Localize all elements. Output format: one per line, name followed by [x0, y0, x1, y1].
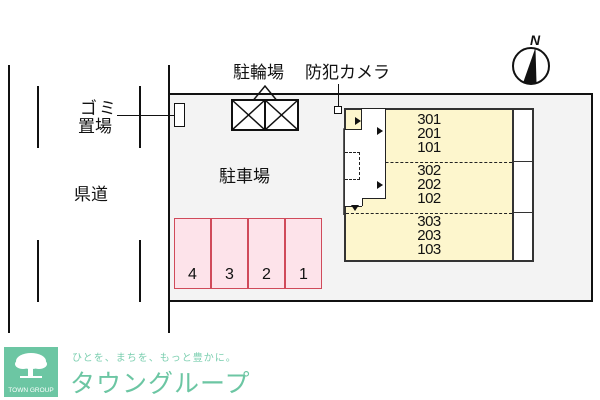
entrance-step-top: [362, 108, 386, 109]
bicycle-parking-label: 駐輪場: [233, 63, 284, 83]
garbage-label-line2: 置場: [78, 117, 112, 137]
road-center-line-right: [139, 86, 141, 148]
unit-stack-1: 301 201 101: [417, 111, 441, 156]
entrance-arrow-icon: [377, 181, 383, 189]
parking-stall: 1: [285, 218, 322, 289]
entrance-bottom-step: [362, 198, 386, 199]
security-camera-icon: [334, 106, 342, 114]
security-camera-label: 防犯カメラ: [305, 63, 390, 83]
parking-stall: 4: [174, 218, 211, 289]
parking-stall: 3: [211, 218, 248, 289]
town-group-logo: TOWN GROUP: [4, 347, 58, 397]
balcony-strip: [514, 108, 534, 262]
garbage-area: [174, 103, 185, 127]
tree-icon: [15, 353, 47, 378]
unit-stack-3: 303 203 103: [417, 213, 441, 258]
entrance-bottom-step2: [362, 198, 363, 206]
unit-divider: [346, 162, 512, 163]
north-arrow-icon: [512, 47, 550, 85]
parking-lot-label: 駐車場: [219, 167, 270, 187]
entrance-arrow-icon: [377, 127, 383, 135]
road-center-line-right-lower: [139, 240, 141, 302]
road-label: 県道: [74, 185, 108, 205]
camera-leader-line: [338, 84, 339, 106]
entrance-step-line: [344, 129, 362, 130]
entrance-arrow-down-icon: [351, 205, 359, 211]
compass-north-label: N: [530, 32, 541, 48]
road-center-line-left: [37, 86, 39, 148]
entrance-step-left: [361, 108, 362, 130]
unit-stack-2: 302 202 102: [417, 162, 441, 207]
road-center-line-left-lower: [37, 240, 39, 302]
brand-tagline: ひとを、まちを、もっと豊かに。: [72, 353, 237, 364]
stair-dashed-outline: [345, 152, 360, 180]
entrance-arrow-icon: [355, 117, 361, 125]
road-edge-left: [8, 65, 10, 333]
parking-stall: 2: [248, 218, 285, 289]
unit-divider: [346, 213, 512, 214]
garbage-leader-line: [117, 115, 180, 116]
garbage-label-line1: ゴミ: [80, 99, 118, 119]
brand-name: タウングループ: [70, 369, 251, 398]
bicycle-parking-icon: [231, 84, 299, 131]
entrance-corridor: [345, 130, 362, 206]
